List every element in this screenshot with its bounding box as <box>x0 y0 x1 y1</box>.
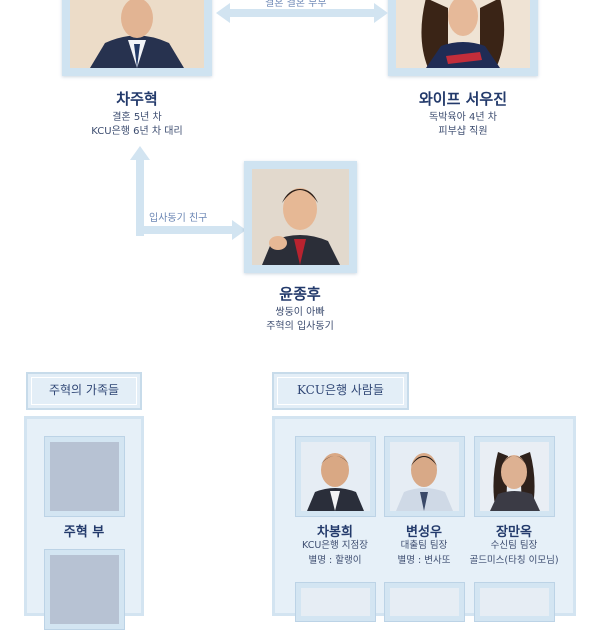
friend-desc-1: 쌍둥이 아빠 <box>275 307 325 318</box>
couple-relation-label: 결혼 결혼 부부 <box>262 0 330 9</box>
husband-portrait-frame <box>62 0 212 76</box>
wife-name: 와이프 서우진 <box>418 90 508 108</box>
family-member-2-photo-placeholder <box>50 555 119 624</box>
bank-person-3-figure <box>480 442 549 511</box>
bank-person-2-desc-2: 별명 : 변사또 <box>397 555 451 566</box>
bank-person-2-figure <box>390 442 459 511</box>
bank-person-4-portrait-frame <box>295 582 376 622</box>
bank-person-1-name: 차봉희 <box>317 525 353 540</box>
bank-person-1-figure <box>301 442 370 511</box>
wife-portrait-frame <box>388 0 538 76</box>
wife-desc-1: 독박육아 4년 차 <box>429 112 497 123</box>
bank-person-2-name: 변성우 <box>406 525 442 540</box>
bank-person-5-photo <box>390 588 459 616</box>
family-member-portrait-frame <box>44 436 125 517</box>
family-section-title-text: 주혁의 가족들 <box>48 383 120 397</box>
friend-figure <box>252 169 349 265</box>
bank-person-3-portrait-frame <box>474 436 555 517</box>
husband-name: 차주혁 <box>116 90 158 108</box>
bank-person-1-photo <box>301 442 370 511</box>
bank-person-4-photo <box>301 588 370 616</box>
friend-name: 윤종후 <box>279 285 321 303</box>
family-member-photo-placeholder <box>50 442 119 511</box>
bank-person-3-photo <box>480 442 549 511</box>
family-section-title: 주혁의 가족들 <box>26 372 142 410</box>
husband-figure <box>70 0 204 68</box>
bank-person-6-photo <box>480 588 549 616</box>
husband-desc-2: KCU은행 6년 차 대리 <box>91 126 183 137</box>
couple-double-arrow <box>216 3 388 23</box>
family-member-name: 주혁 부 <box>63 525 105 540</box>
bank-section-title: KCU은행 사람들 <box>272 372 409 410</box>
bank-person-2-photo <box>390 442 459 511</box>
bank-person-1-portrait-frame <box>295 436 376 517</box>
bank-person-1-desc-1: KCU은행 지점장 <box>301 540 369 551</box>
friend-link-arrow <box>130 146 246 240</box>
friend-desc-2: 주혁의 입사동기 <box>266 321 334 332</box>
bank-person-2-desc-1: 대출팀 팀장 <box>400 540 448 551</box>
bank-person-2-portrait-frame <box>384 436 465 517</box>
husband-desc-1: 결혼 5년 차 <box>112 112 162 123</box>
friend-portrait-frame <box>244 161 357 273</box>
bank-person-1-desc-2: 별명 : 할랭이 <box>308 555 362 566</box>
friend-photo <box>252 169 349 265</box>
bank-person-3-name: 장만옥 <box>496 525 532 540</box>
wife-figure <box>396 0 530 68</box>
bank-person-3-desc-2: 골드미스(타칭 이모님) <box>469 555 559 566</box>
husband-photo <box>70 0 204 68</box>
friend-relation-label: 입사동기 친구 <box>146 209 211 224</box>
wife-photo <box>396 0 530 68</box>
bank-person-3-desc-1: 수신팀 팀장 <box>490 540 538 551</box>
family-member-2-portrait-frame <box>44 549 125 630</box>
wife-desc-2: 피부샵 직원 <box>438 126 488 137</box>
bank-person-5-portrait-frame <box>384 582 465 622</box>
bank-person-6-portrait-frame <box>474 582 555 622</box>
bank-section-title-text: KCU은행 사람들 <box>297 383 384 397</box>
